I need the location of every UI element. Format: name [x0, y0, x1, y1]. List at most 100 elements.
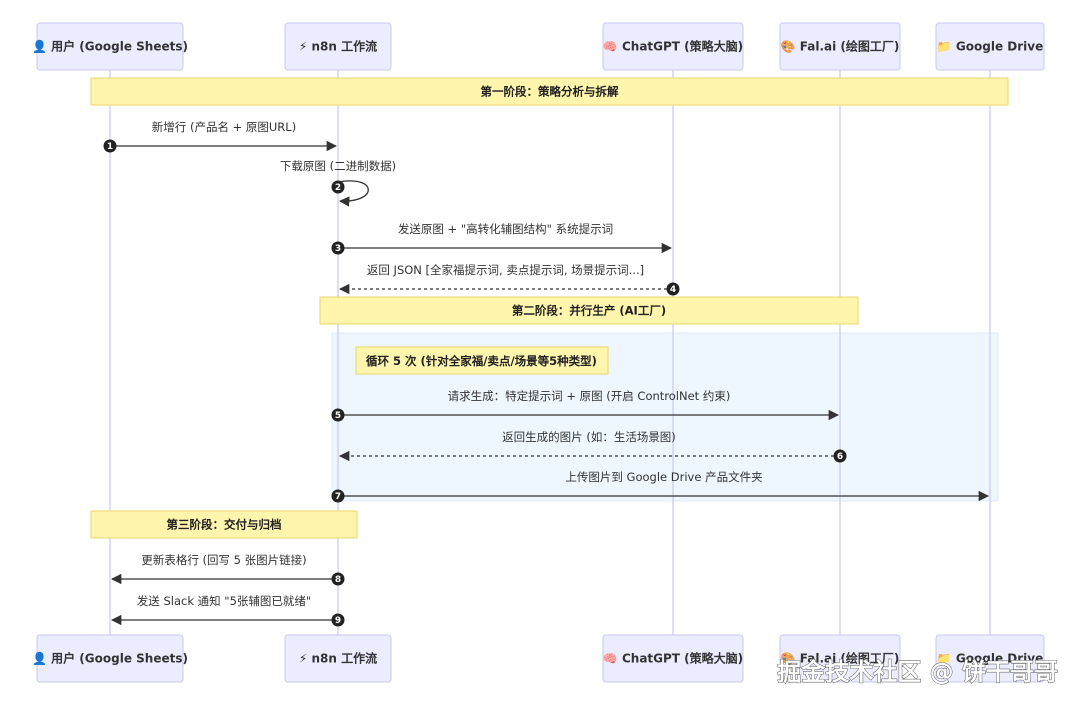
- phase-3-note: 第三阶段：交付与归档: [90, 510, 358, 539]
- message-3: 发送原图 + "高转化辅图结构" 系统提示词 3: [331, 222, 673, 255]
- actor-label: 🎨 Fal.ai (绘图工厂): [781, 39, 900, 54]
- actor-label: 🧠 ChatGPT (策略大脑): [603, 651, 743, 666]
- phase-1-note: 第一阶段：策略分析与拆解: [90, 77, 1009, 106]
- sequence-number: 5: [335, 411, 341, 421]
- message-label: 返回生成的图片 (如：生活场景图): [502, 430, 676, 444]
- sequence-number: 2: [335, 183, 341, 193]
- user-icon: 👤: [32, 40, 51, 54]
- user-icon: 👤: [32, 652, 51, 666]
- sequence-number-badge: [833, 449, 847, 463]
- loop-note: 循环 5 次 (针对全家福/卖点/场景等5种类型): [355, 346, 609, 375]
- message-arrow: [337, 180, 369, 207]
- message-label: 新增行 (产品名 + 原图URL): [152, 120, 296, 134]
- actor-label-text: n8n 工作流: [311, 39, 377, 54]
- actor-box: [779, 22, 901, 71]
- actor-label-text: Fal.ai (绘图工厂): [800, 651, 900, 666]
- actor-label-text: Google Drive: [956, 652, 1043, 666]
- actor-box: [779, 634, 901, 683]
- loop-note-label: 循环 5 次 (针对全家福/卖点/场景等5种类型): [365, 354, 597, 368]
- phase-2-box: [319, 296, 859, 325]
- actor-label: 📁 Google Drive: [937, 652, 1043, 666]
- message-5: 请求生成：特定提示词 + 原图 (开启 ControlNet 约束) 5: [331, 389, 840, 422]
- message-8: 更新表格行 (回写 5 张图片链接) 8: [110, 553, 345, 586]
- phase-2-label: 第二阶段：并行生产 (AI工厂): [512, 304, 666, 318]
- message-6: 返回生成的图片 (如：生活场景图) 6: [338, 430, 847, 463]
- actor-box: [284, 22, 392, 71]
- sequence-number-badge: [103, 139, 117, 153]
- actors-top-row: 👤 用户 (Google Sheets) ⚡ n8n 工作流 🧠 ChatGPT (…: [32, 22, 1045, 71]
- actor-gdrive-top: 📁 Google Drive: [935, 22, 1045, 71]
- actor-box: [284, 634, 392, 683]
- actors-bottom-row: 👤 用户 (Google Sheets) ⚡ n8n 工作流 🧠 ChatGPT (…: [32, 634, 1045, 683]
- sequence-number-badge: [331, 489, 345, 503]
- gdrive-icon: 📁: [937, 652, 956, 666]
- n8n-icon: ⚡: [299, 652, 312, 666]
- actor-label-text: Google Drive: [956, 40, 1043, 54]
- sequence-number: 7: [335, 492, 341, 502]
- actor-label: 🧠 ChatGPT (策略大脑): [603, 39, 743, 54]
- actor-label: ⚡ n8n 工作流: [299, 651, 377, 666]
- actor-gdrive-bottom: 📁 Google Drive: [935, 634, 1045, 683]
- sequence-number-badge: [331, 572, 345, 586]
- actor-label-text: 用户 (Google Sheets): [50, 651, 188, 666]
- chatgpt-icon: 🧠: [603, 40, 622, 54]
- chatgpt-icon: 🧠: [603, 652, 622, 666]
- actor-user-top: 👤 用户 (Google Sheets): [32, 22, 188, 71]
- sequence-number: 6: [837, 452, 843, 462]
- actor-label: 🎨 Fal.ai (绘图工厂): [781, 651, 900, 666]
- sequence-number-badge: [331, 241, 345, 255]
- message-label: 发送 Slack 通知 "5张辅图已就绪": [137, 594, 311, 608]
- n8n-icon: ⚡: [299, 40, 312, 54]
- actor-label-text: ChatGPT (策略大脑): [622, 651, 743, 666]
- actor-label: 📁 Google Drive: [937, 40, 1043, 54]
- message-9: 发送 Slack 通知 "5张辅图已就绪" 9: [110, 594, 345, 627]
- actor-label: 👤 用户 (Google Sheets): [32, 651, 188, 666]
- actor-falai-top: 🎨 Fal.ai (绘图工厂): [779, 22, 901, 71]
- phase-2-note: 第二阶段：并行生产 (AI工厂): [319, 296, 859, 325]
- actor-falai-bottom: 🎨 Fal.ai (绘图工厂): [779, 634, 901, 683]
- message-label: 更新表格行 (回写 5 张图片链接): [141, 553, 306, 567]
- messages: 新增行 (产品名 + 原图URL) 1 下载原图 (二进制数据) 2 发送原图 + "高…: [103, 120, 990, 627]
- sequence-number-badge: [666, 282, 680, 296]
- falai-icon: 🎨: [781, 39, 800, 54]
- message-label: 返回 JSON [全家福提示词, 卖点提示词, 场景提示词...]: [367, 263, 644, 277]
- actor-chatgpt-top: 🧠 ChatGPT (策略大脑): [602, 22, 744, 71]
- actor-label-text: 用户 (Google Sheets): [50, 39, 188, 54]
- loop-note-box: [355, 346, 609, 375]
- actor-n8n-bottom: ⚡ n8n 工作流: [284, 634, 392, 683]
- sequence-number: 8: [335, 575, 341, 585]
- message-label: 发送原图 + "高转化辅图结构" 系统提示词: [398, 222, 613, 236]
- message-label: 下载原图 (二进制数据): [280, 159, 396, 173]
- phase-3-box: [90, 510, 358, 539]
- actor-box: [36, 22, 184, 71]
- actor-n8n-top: ⚡ n8n 工作流: [284, 22, 392, 71]
- message-7: 上传图片到 Google Drive 产品文件夹 7: [331, 470, 990, 503]
- sequence-number: 9: [335, 616, 341, 626]
- sequence-number-badge: [331, 613, 345, 627]
- sequence-number-badge: [331, 180, 345, 194]
- actor-box: [602, 22, 744, 71]
- actor-label-text: n8n 工作流: [311, 651, 377, 666]
- actor-user-bottom: 👤 用户 (Google Sheets): [32, 634, 188, 683]
- sequence-number: 1: [107, 142, 113, 152]
- message-label: 上传图片到 Google Drive 产品文件夹: [565, 470, 762, 484]
- phase-1-box: [90, 77, 1009, 106]
- actor-label-text: ChatGPT (策略大脑): [622, 39, 743, 54]
- actor-box: [602, 634, 744, 683]
- actor-chatgpt-bottom: 🧠 ChatGPT (策略大脑): [602, 634, 744, 683]
- sequence-number: 4: [670, 285, 676, 295]
- message-label: 请求生成：特定提示词 + 原图 (开启 ControlNet 约束): [448, 389, 731, 403]
- message-4: 返回 JSON [全家福提示词, 卖点提示词, 场景提示词...] 4: [338, 263, 680, 296]
- message-2: 下载原图 (二进制数据) 2: [280, 159, 396, 207]
- phase-notes: 第一阶段：策略分析与拆解 第二阶段：并行生产 (AI工厂) 第三阶段：交付与归档: [90, 77, 1009, 539]
- phase-3-label: 第三阶段：交付与归档: [167, 518, 282, 532]
- sequence-number-badge: [331, 408, 345, 422]
- lifelines: [109, 70, 991, 635]
- falai-icon: 🎨: [781, 651, 800, 666]
- actor-box: [935, 634, 1045, 683]
- sequence-number: 3: [335, 244, 341, 254]
- actor-box: [36, 634, 184, 683]
- message-1: 新增行 (产品名 + 原图URL) 1: [103, 120, 338, 153]
- actor-label-text: Fal.ai (绘图工厂): [800, 39, 900, 54]
